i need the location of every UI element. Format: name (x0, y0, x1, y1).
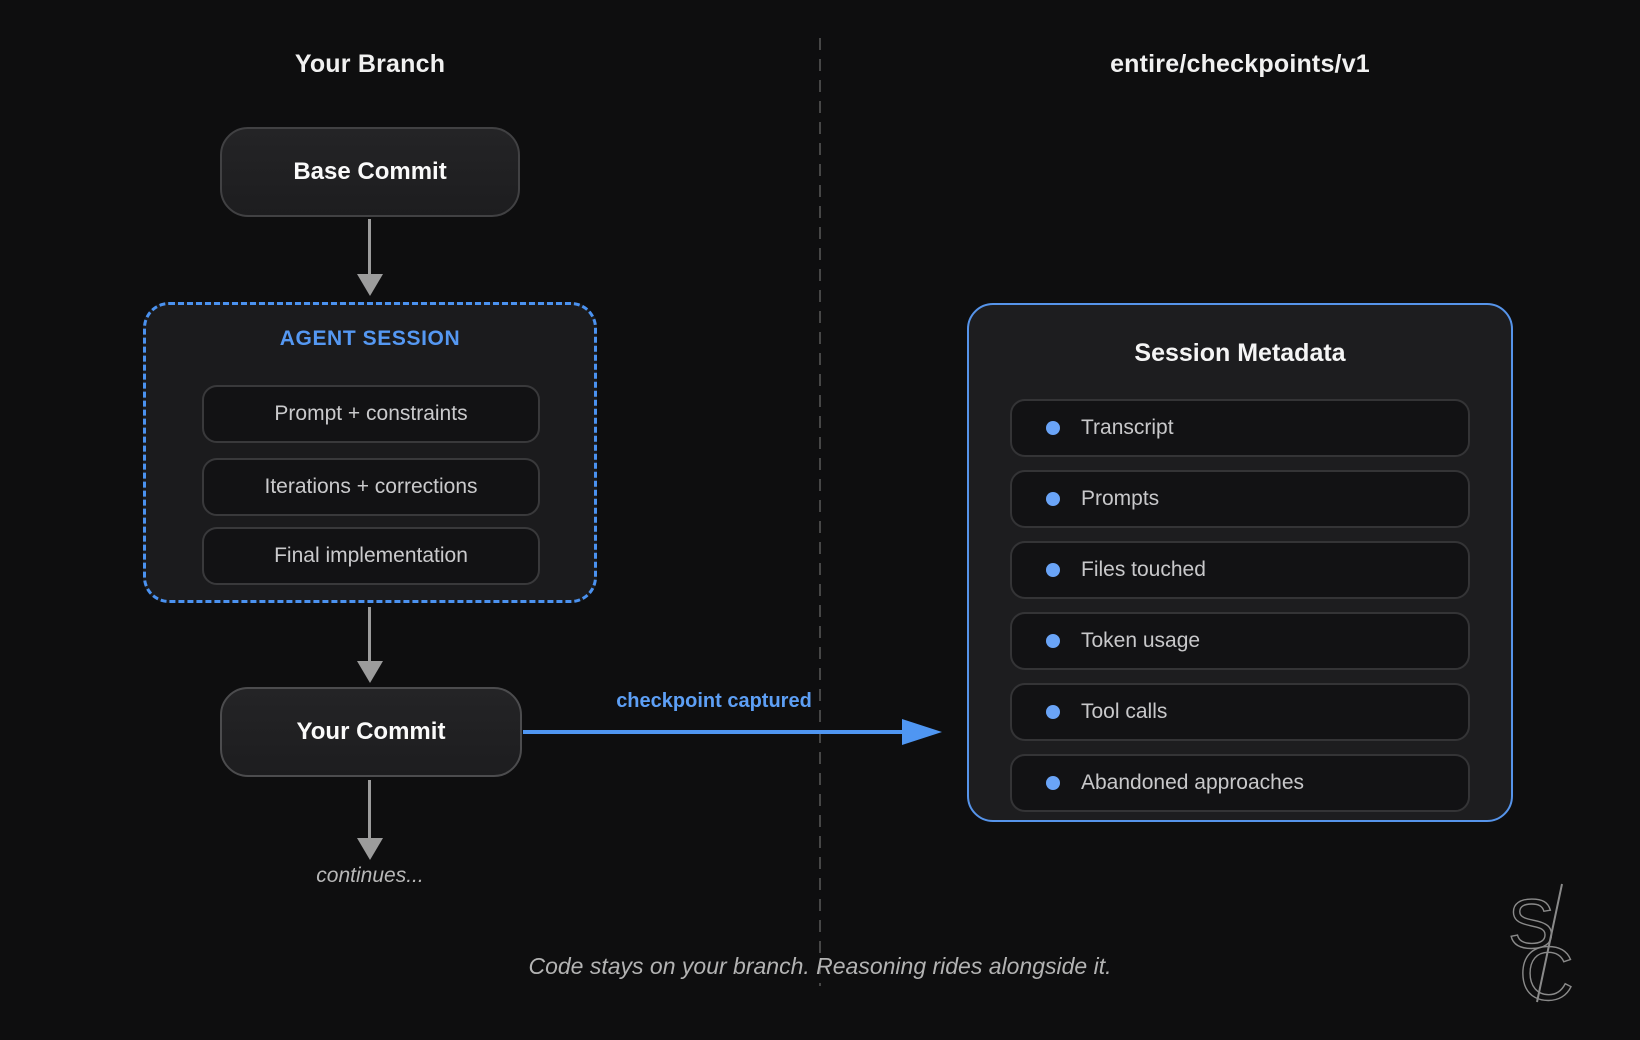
your-commit-node: Your Commit (220, 687, 522, 777)
metadata-item-label: Prompts (1081, 487, 1160, 510)
session-step-label: Prompt + constraints (274, 402, 468, 425)
arrow-down-shaft-1 (368, 219, 371, 274)
arrow-right-icon (902, 719, 942, 745)
left-column-title: Your Branch (294, 50, 446, 78)
divider-dashed-line (819, 38, 821, 986)
session-step: Final implementation (202, 527, 540, 585)
bullet-icon (1046, 634, 1060, 648)
right-column-title: entire/checkpoints/v1 (1110, 50, 1370, 78)
session-metadata-title: Session Metadata (1134, 339, 1346, 367)
base-commit-label: Base Commit (293, 158, 447, 185)
sc-logo: S C (1507, 883, 1575, 1008)
metadata-item-label: Token usage (1081, 629, 1201, 652)
session-metadata-panel: Session Metadata Transcript Prompts File… (967, 303, 1513, 822)
session-step: Prompt + constraints (202, 385, 540, 443)
logo-slash-icon (1536, 883, 1563, 1003)
session-step: Iterations + corrections (202, 458, 540, 516)
metadata-item-label: Abandoned approaches (1081, 771, 1305, 794)
arrow-down-icon (357, 838, 383, 860)
logo-letter-s: S (1508, 885, 1555, 963)
bullet-icon (1046, 705, 1060, 719)
agent-session-title: AGENT SESSION (279, 327, 461, 350)
footer-caption: Code stays on your branch. Reasoning rid… (528, 953, 1112, 979)
metadata-item-label: Transcript (1081, 416, 1174, 439)
arrow-down-shaft-3 (368, 780, 371, 838)
metadata-item: Abandoned approaches (1010, 754, 1470, 812)
metadata-item: Transcript (1010, 399, 1470, 457)
metadata-item: Tool calls (1010, 683, 1470, 741)
bullet-icon (1046, 421, 1060, 435)
bullet-icon (1046, 776, 1060, 790)
logo-letter-c: C (1519, 932, 1574, 1008)
session-step-label: Iterations + corrections (264, 475, 478, 498)
metadata-item-label: Tool calls (1081, 700, 1168, 723)
bullet-icon (1046, 492, 1060, 506)
checkpoint-arrow-shaft (523, 730, 904, 734)
metadata-item: Files touched (1010, 541, 1470, 599)
arrow-down-icon (357, 274, 383, 296)
arrow-down-icon (357, 661, 383, 683)
metadata-item: Token usage (1010, 612, 1470, 670)
agent-session-group: AGENT SESSION Prompt + constraints Itera… (143, 302, 597, 603)
metadata-item-label: Files touched (1081, 558, 1206, 581)
checkpoint-captured-label: checkpoint captured (616, 690, 812, 712)
base-commit-node: Base Commit (220, 127, 520, 217)
continues-label: continues... (316, 864, 424, 887)
your-commit-label: Your Commit (296, 718, 446, 745)
arrow-down-shaft-2 (368, 607, 371, 661)
session-step-label: Final implementation (274, 544, 468, 567)
bullet-icon (1046, 563, 1060, 577)
metadata-item: Prompts (1010, 470, 1470, 528)
